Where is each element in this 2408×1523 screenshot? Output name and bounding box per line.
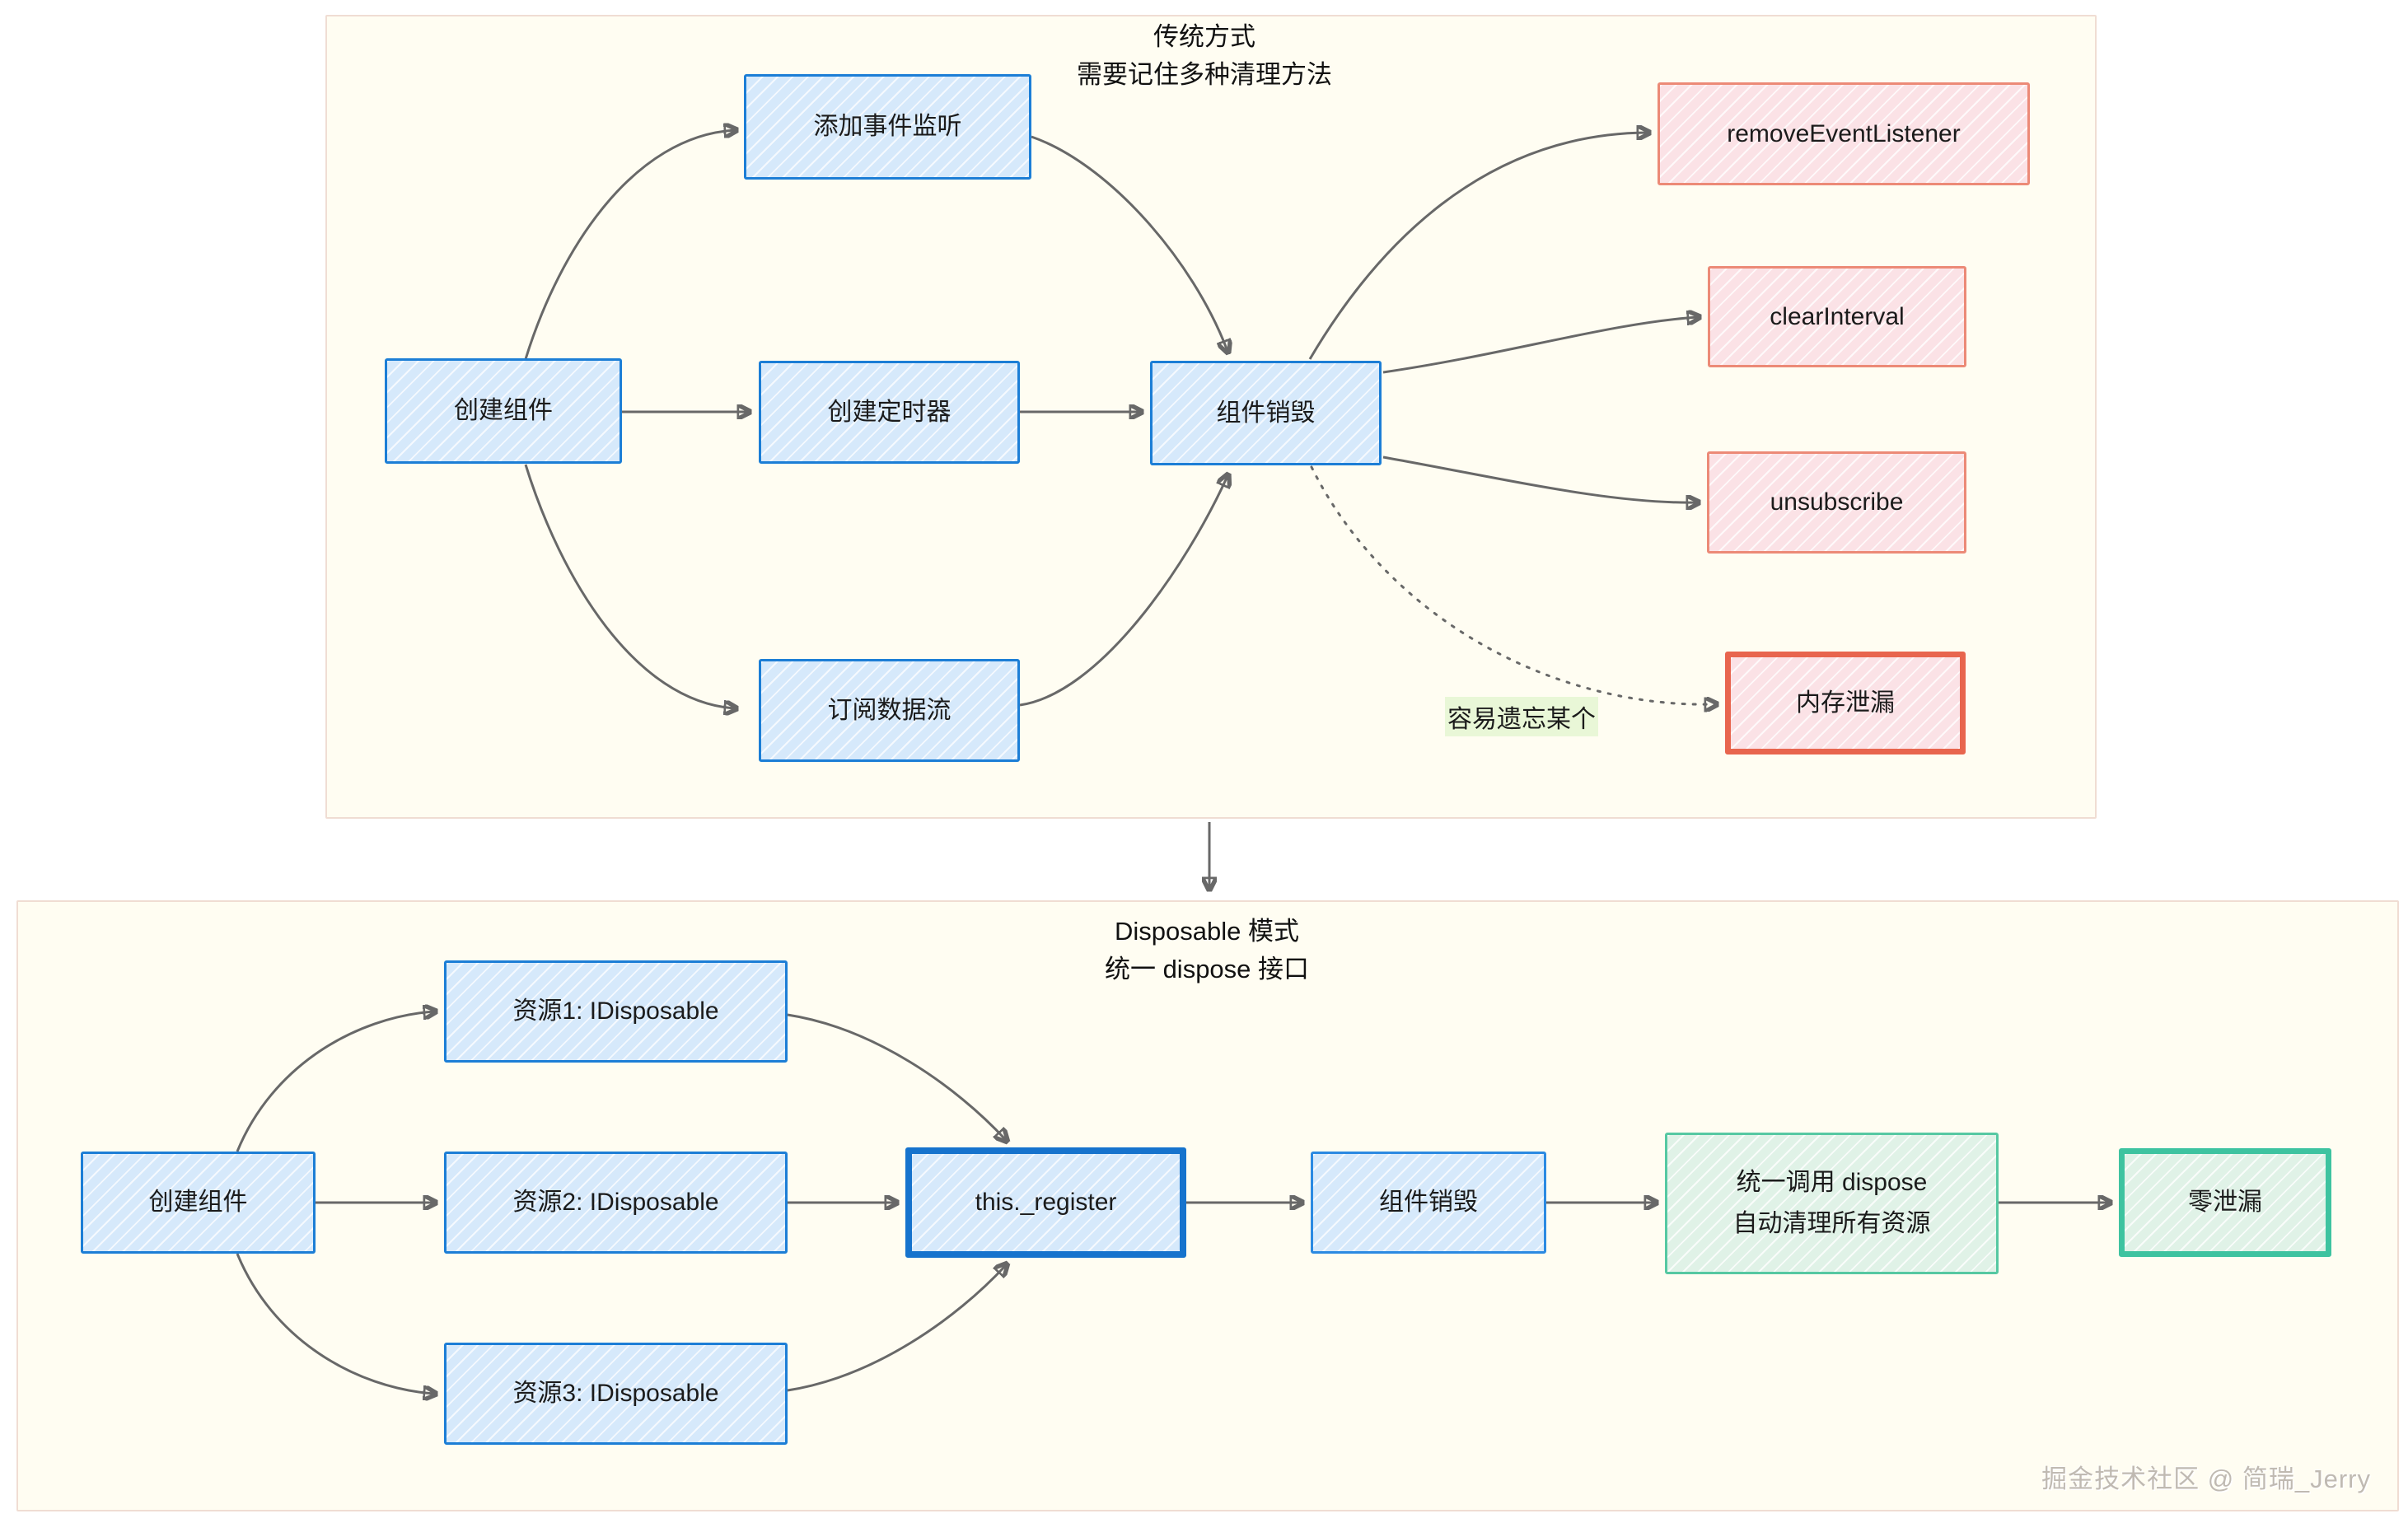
traditional-title-line2: 需要记住多种清理方法 xyxy=(1077,60,1332,89)
node-label: 组件销毁 xyxy=(1379,1189,1478,1216)
node-component-destroy-disposable: 组件销毁 xyxy=(1311,1152,1546,1254)
traditional-title-line1: 传统方式 xyxy=(1153,22,1255,51)
edge-create-to-add-listener xyxy=(524,130,735,360)
edge-add-listener-to-destroy xyxy=(1031,135,1227,351)
node-clear-interval: clearInterval xyxy=(1708,266,1966,367)
edge-destroy-to-memory-leak xyxy=(1310,465,1715,704)
disposable-title-line2: 统一 dispose 接口 xyxy=(1104,955,1310,983)
node-label: 创建组件 xyxy=(148,1189,248,1216)
node-label-line1: 统一调用 dispose xyxy=(1736,1169,1928,1196)
node-create-timer: 创建定时器 xyxy=(759,361,1020,464)
node-this-register: this._register xyxy=(905,1147,1186,1258)
node-resource3-idisposable: 资源3: IDisposable xyxy=(444,1343,788,1445)
node-remove-event-listener: removeEventListener xyxy=(1658,82,2030,185)
node-zero-leak: 零泄漏 xyxy=(2119,1148,2331,1257)
node-label: 添加事件监听 xyxy=(813,113,962,140)
edge-res3-to-register xyxy=(787,1265,1006,1392)
node-create-component-traditional: 创建组件 xyxy=(385,358,622,464)
edge-destroy-to-clear-interval xyxy=(1382,317,1698,374)
node-label: 内存泄漏 xyxy=(1796,689,1895,717)
node-label: 创建定时器 xyxy=(827,398,952,426)
node-component-destroy-traditional: 组件销毁 xyxy=(1150,361,1382,465)
edge-res1-to-register xyxy=(787,1013,1006,1140)
node-label: 资源3: IDisposable xyxy=(512,1380,719,1407)
node-label: this._register xyxy=(975,1189,1117,1216)
node-label: 资源2: IDisposable xyxy=(512,1189,719,1216)
edge-subscribe-to-destroy xyxy=(1019,476,1227,707)
node-label: clearInterval xyxy=(1770,302,1905,330)
node-label: unsubscribe xyxy=(1770,488,1904,516)
edge-destroy-to-remove-listener xyxy=(1308,133,1648,360)
panel-disposable xyxy=(16,900,2399,1511)
node-subscribe-stream: 订阅数据流 xyxy=(759,659,1020,762)
node-label: 资源1: IDisposable xyxy=(512,997,719,1025)
node-resource1-idisposable: 资源1: IDisposable xyxy=(444,960,788,1063)
node-resource2-idisposable: 资源2: IDisposable xyxy=(444,1152,788,1254)
node-label: 组件销毁 xyxy=(1216,399,1316,427)
node-add-event-listener: 添加事件监听 xyxy=(744,74,1031,180)
node-unsubscribe: unsubscribe xyxy=(1707,451,1966,554)
disposable-title-line1: Disposable 模式 xyxy=(1115,917,1299,946)
traditional-panel-title: 传统方式 需要记住多种清理方法 xyxy=(875,18,1534,94)
edge-create2-to-res1 xyxy=(236,1011,434,1152)
node-label: 订阅数据流 xyxy=(827,696,952,724)
node-memory-leak: 内存泄漏 xyxy=(1725,652,1966,754)
edge-destroy-to-unsubscribe xyxy=(1382,455,1697,502)
node-label: removeEventListener xyxy=(1727,119,1961,147)
watermark: 掘金技术社区 @ 简瑞_Jerry xyxy=(2041,1465,2371,1493)
node-label-line2: 自动清理所有资源 xyxy=(1732,1210,1931,1237)
edge-label-easy-to-forget: 容易遗忘某个 xyxy=(1445,697,1598,736)
disposable-panel-title: Disposable 模式 统一 dispose 接口 xyxy=(877,913,1536,988)
edge-create2-to-res3 xyxy=(236,1253,434,1394)
node-label: 零泄漏 xyxy=(2188,1189,2262,1216)
edge-create-to-subscribe xyxy=(524,464,735,708)
node-label: 创建组件 xyxy=(454,397,553,424)
node-create-component-disposable: 创建组件 xyxy=(81,1152,316,1254)
node-unified-dispose: 统一调用 dispose 自动清理所有资源 xyxy=(1665,1133,1999,1274)
